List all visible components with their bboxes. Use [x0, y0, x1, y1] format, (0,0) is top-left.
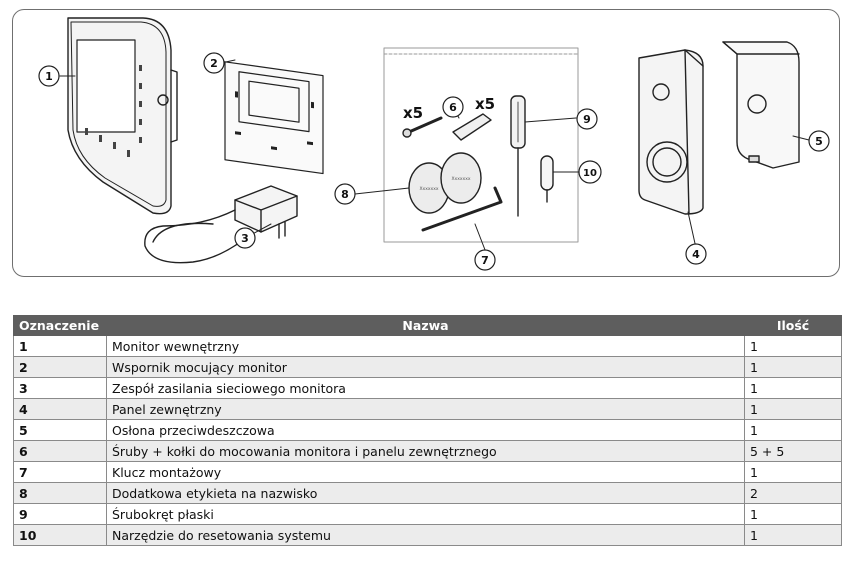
row-qty: 1 — [744, 524, 842, 546]
callout-9: 9 — [583, 113, 591, 126]
row-name: Śrubokręt płaski — [106, 503, 745, 525]
row-code: 7 — [13, 461, 107, 483]
row-qty: 2 — [744, 482, 842, 504]
row-code: 2 — [13, 356, 107, 378]
row-name: Dodatkowa etykieta na nazwisko — [106, 482, 745, 504]
row-name: Osłona przeciwdeszczowa — [106, 419, 745, 441]
name-label-text-2: Xxxxxxx — [451, 176, 470, 182]
callout-10: 10 — [583, 168, 597, 179]
header-code: Oznaczenie — [13, 315, 107, 336]
screwdriver-drawing — [510, 95, 526, 217]
row-qty: 1 — [744, 461, 842, 483]
row-name: Narzędzie do resetowania systemu — [106, 524, 745, 546]
row-code: 10 — [13, 524, 107, 546]
row-qty: 1 — [744, 419, 842, 441]
row-code: 3 — [13, 377, 107, 399]
row-qty: 1 — [744, 335, 842, 357]
reset-tool-drawing — [540, 155, 554, 203]
bracket-drawing — [224, 61, 324, 175]
hex-key-drawing — [421, 186, 503, 232]
row-name: Wspornik mocujący monitor — [106, 356, 745, 378]
table-header-row: Oznaczenie Nazwa Ilość — [13, 315, 842, 336]
callout-3: 3 — [241, 232, 249, 245]
row-name: Panel zewnętrzny — [106, 398, 745, 420]
screw-dowel-drawing — [402, 113, 492, 141]
header-qty: Ilość — [744, 315, 842, 336]
outdoor-panel-drawing — [638, 49, 704, 215]
monitor-drawing — [67, 17, 178, 215]
components-illustration: 1 2 3 4 5 6 7 8 9 10 x5 x5 Xxxxxxx Xxxxx… — [12, 9, 840, 277]
row-qty: 1 — [744, 377, 842, 399]
row-code: 4 — [13, 398, 107, 420]
callout-7: 7 — [481, 254, 489, 267]
row-name: Klucz montażowy — [106, 461, 745, 483]
row-code: 8 — [13, 482, 107, 504]
row-code: 6 — [13, 440, 107, 462]
row-name: Monitor wewnętrzny — [106, 335, 745, 357]
row-qty: 1 — [744, 356, 842, 378]
callout-4: 4 — [692, 248, 700, 261]
row-qty: 5 + 5 — [744, 440, 842, 462]
header-name: Nazwa — [106, 315, 745, 336]
name-label-text-1: Xxxxxxx — [419, 186, 438, 192]
callout-6: 6 — [449, 101, 457, 114]
row-code: 1 — [13, 335, 107, 357]
callout-2: 2 — [210, 57, 218, 70]
rain-cover-drawing — [722, 41, 800, 169]
name-labels-drawing — [408, 152, 482, 214]
callout-5: 5 — [815, 135, 823, 148]
row-code: 5 — [13, 419, 107, 441]
row-code: 9 — [13, 503, 107, 525]
components-drawing: 1 2 3 4 5 6 7 8 9 10 x5 x5 Xxxxxxx Xxxxx… — [38, 17, 830, 271]
callout-1: 1 — [45, 70, 53, 83]
dowel-quantity: x5 — [475, 95, 495, 113]
row-name: Zespół zasilania sieciowego monitora — [106, 377, 745, 399]
screw-quantity: x5 — [403, 104, 423, 122]
power-adapter-drawing — [144, 185, 298, 264]
row-qty: 1 — [744, 503, 842, 525]
row-qty: 1 — [744, 398, 842, 420]
accessories-bag — [383, 47, 579, 243]
callout-8: 8 — [341, 188, 349, 201]
row-name: Śruby + kołki do mocowania monitora i pa… — [106, 440, 745, 462]
